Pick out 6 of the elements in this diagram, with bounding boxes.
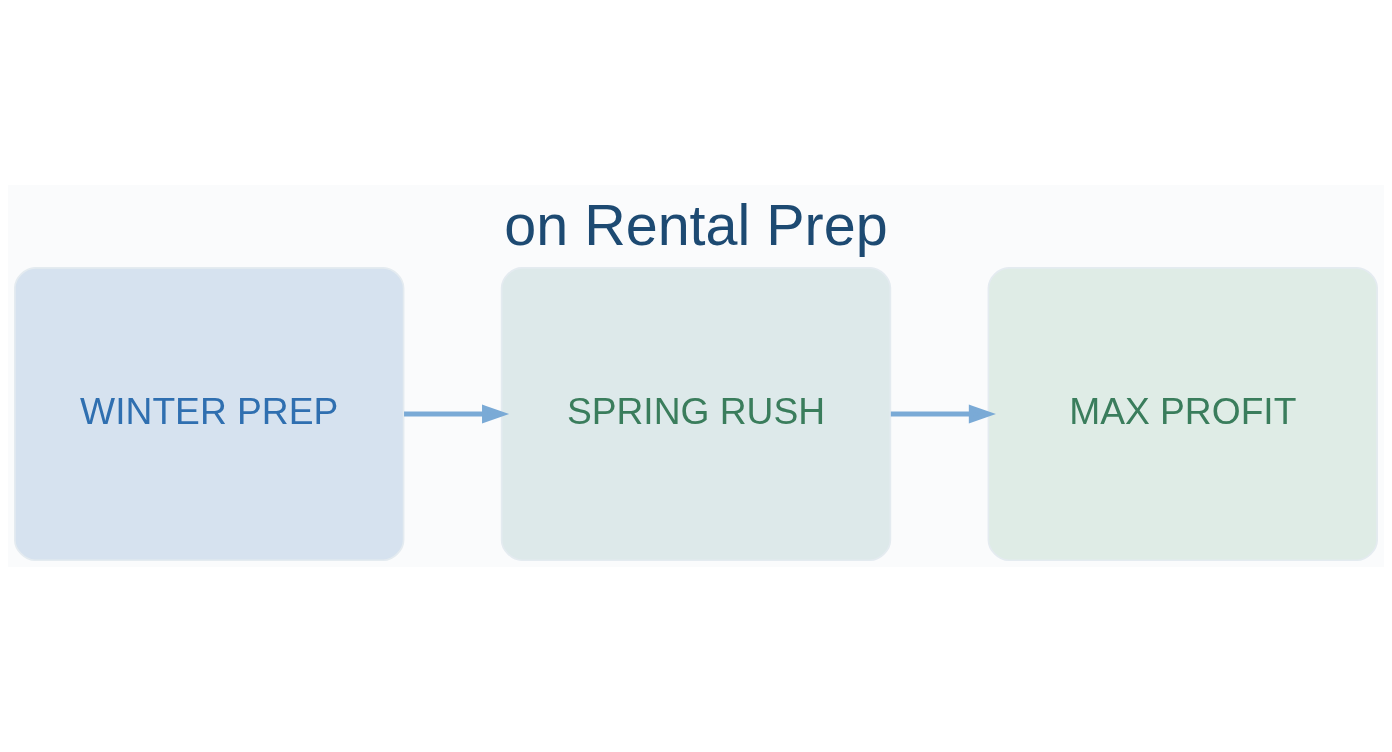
node-box: SPRING RUSH <box>500 266 892 562</box>
diagram-title: on Rental Prep <box>504 192 888 257</box>
node-box: WINTER PREP <box>13 266 405 562</box>
arrow <box>890 404 996 424</box>
node-box: MAX PROFIT <box>987 266 1379 562</box>
arrow <box>404 404 510 424</box>
